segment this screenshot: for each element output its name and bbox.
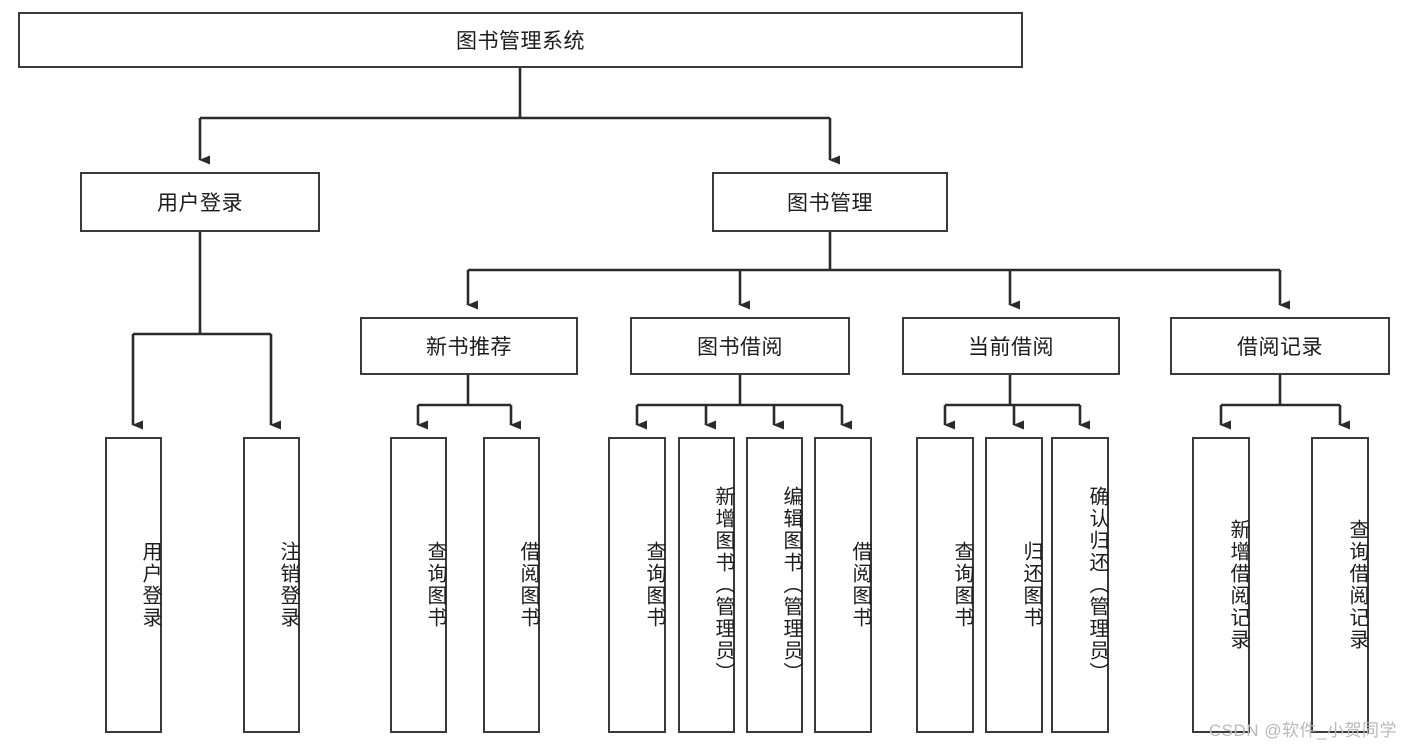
node-new-book-recommend[interactable]: 新书推荐 xyxy=(360,317,578,375)
node-label: 新增借阅记录 xyxy=(1227,519,1249,651)
node-book-management[interactable]: 图书管理 xyxy=(712,172,948,232)
node-label: 当前借阅 xyxy=(968,336,1054,359)
node-label: 借阅图书 xyxy=(849,541,871,629)
leaf-borrow-borrow-book[interactable]: 借阅图书 xyxy=(814,437,872,733)
leaf-borrow-edit-book-admin[interactable]: 编辑图书（管理员） xyxy=(746,437,803,733)
node-label: 编辑图书（管理员） xyxy=(780,486,802,684)
node-label: 用户登录 xyxy=(157,192,243,215)
node-label: 确认归还（管理员） xyxy=(1086,486,1108,684)
node-label: 注销登录 xyxy=(277,541,299,629)
node-current-borrow[interactable]: 当前借阅 xyxy=(902,317,1120,375)
node-label: 图书管理 xyxy=(787,192,873,215)
node-book-borrow[interactable]: 图书借阅 xyxy=(630,317,850,375)
node-user-login[interactable]: 用户登录 xyxy=(80,172,320,232)
leaf-user-login-login[interactable]: 用户登录 xyxy=(105,437,162,733)
node-label: 查询借阅记录 xyxy=(1346,519,1368,651)
leaf-current-query-book[interactable]: 查询图书 xyxy=(916,437,974,733)
node-label: 归还图书 xyxy=(1020,541,1042,629)
node-borrow-record[interactable]: 借阅记录 xyxy=(1170,317,1390,375)
node-label: 新书推荐 xyxy=(426,336,512,359)
leaf-record-add-record[interactable]: 新增借阅记录 xyxy=(1192,437,1250,733)
leaf-current-return-book[interactable]: 归还图书 xyxy=(985,437,1043,733)
node-label: 图书借阅 xyxy=(697,336,783,359)
node-label: 查询图书 xyxy=(643,541,665,629)
leaf-borrow-add-book-admin[interactable]: 新增图书（管理员） xyxy=(678,437,735,733)
watermark: CSDN @软件_小贺同学 xyxy=(1208,721,1397,740)
leaf-new-book-borrow[interactable]: 借阅图书 xyxy=(483,437,540,733)
node-label: 查询图书 xyxy=(424,541,446,629)
node-label: 借阅记录 xyxy=(1237,336,1323,359)
leaf-borrow-query-book[interactable]: 查询图书 xyxy=(608,437,666,733)
node-label: 用户登录 xyxy=(139,541,161,629)
leaf-new-book-query[interactable]: 查询图书 xyxy=(390,437,447,733)
node-label: 新增图书（管理员） xyxy=(712,486,734,684)
node-label: 图书管理系统 xyxy=(456,30,585,53)
leaf-user-login-logout[interactable]: 注销登录 xyxy=(243,437,300,733)
node-label: 查询图书 xyxy=(951,541,973,629)
node-root-system[interactable]: 图书管理系统 xyxy=(18,12,1023,68)
node-label: 借阅图书 xyxy=(517,541,539,629)
leaf-current-confirm-return-admin[interactable]: 确认归还（管理员） xyxy=(1051,437,1109,733)
leaf-record-query-record[interactable]: 查询借阅记录 xyxy=(1311,437,1369,733)
